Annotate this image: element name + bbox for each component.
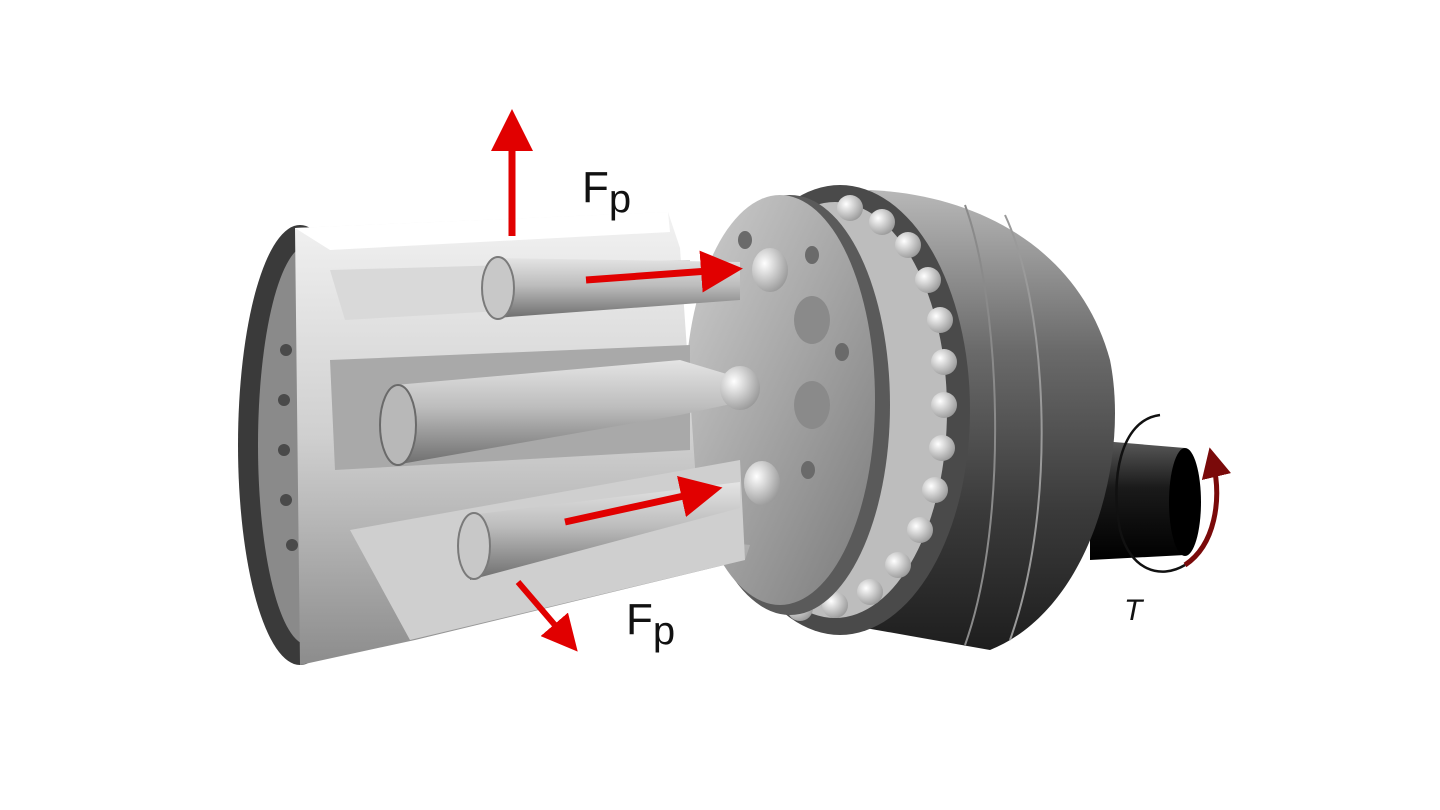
bolt-icon xyxy=(738,231,752,249)
piston-center xyxy=(379,360,760,466)
torque-label: T xyxy=(1124,594,1143,627)
force-arrow-bottom-radial xyxy=(515,580,578,652)
bolt-icon xyxy=(805,246,819,264)
force-label-bottom: Fp xyxy=(626,595,675,652)
force-label-bottom-main: F xyxy=(626,595,653,644)
bearing-balls xyxy=(787,195,957,621)
force-label-bottom-sub: p xyxy=(652,609,676,653)
bolt-icon xyxy=(835,343,849,361)
force-label-top-main: F xyxy=(582,163,609,212)
torque-arrow xyxy=(1115,413,1232,573)
piston-bottom xyxy=(457,461,780,580)
force-arrow-bottom-axial xyxy=(564,475,723,526)
force-arrow-top-axial xyxy=(585,250,743,293)
drive-shaft xyxy=(1090,440,1201,560)
force-label-top-sub: p xyxy=(608,177,632,221)
force-label-top: Fp xyxy=(582,163,631,220)
bolt-icon xyxy=(801,461,815,479)
